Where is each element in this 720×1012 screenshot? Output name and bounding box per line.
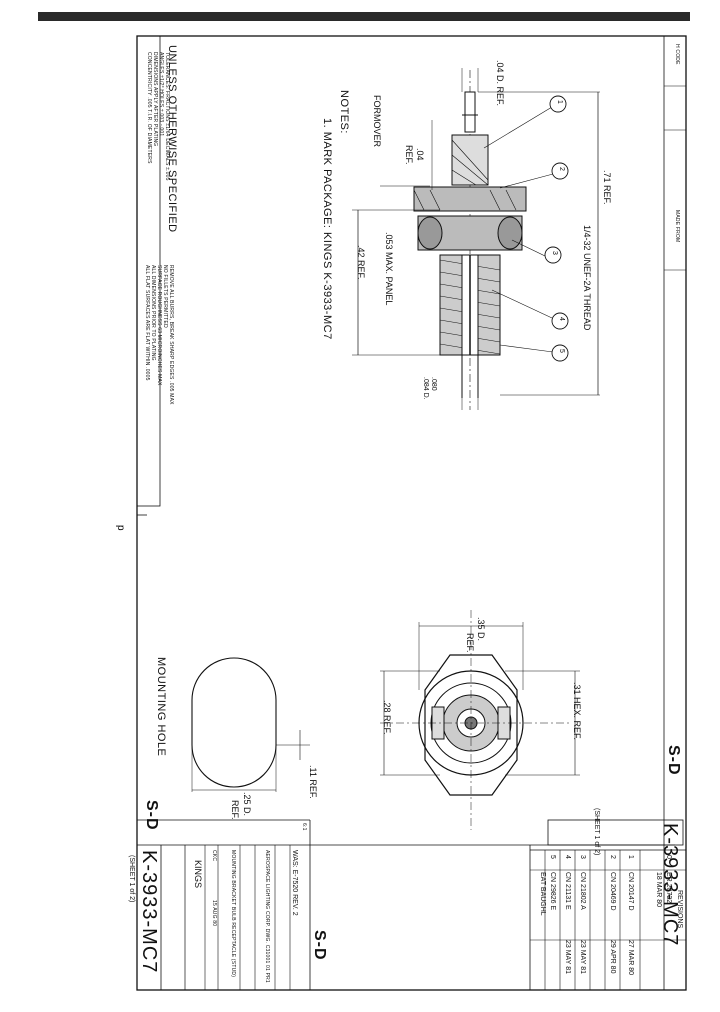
title-company: AEROSPACE LIGHTING CORP. DWG. C31001 01 … [264,850,270,983]
dim-084: .084 D. [422,377,429,400]
top-sheet-label: (SHEET 1 of 2) [593,808,600,856]
dim-04-d-ref: .04 D. REF. [495,60,505,107]
mounting-hole-drawing [191,657,310,792]
rev-5-desc: CN 29826 E [549,872,556,911]
dim-thread: 1/4-32 UNEF-2A THREAD [582,225,592,331]
callout-5-label: 5 [558,349,565,353]
callout-2-label: 2 [558,167,565,171]
scan-top-bar [38,12,690,21]
callout-3-label: 3 [551,251,558,255]
dim-080: .080 [430,377,437,391]
rev-1-desc: CN 20147 D [627,872,634,911]
dim-panel: .053 MAX. PANEL [384,232,394,306]
right-note-4: ALL DIMENSIONS PRIOR TO PLATING [150,265,156,361]
general-note-1: TOLERANCES: FRACTIONS ±1/64 DECIMALS ±.0… [164,52,170,181]
right-note-1: REMOVE ALL BURRS, BREAK SHARP EDGES .005… [168,265,174,405]
rev-3-date: 23 MAY 81 [579,940,586,974]
side-view-drawing [352,68,600,410]
title-sheet: (SHEET 1 of 2) [128,855,135,903]
dim-25-ref: REF. [230,800,240,820]
rev-2-desc: CN 20469 D [609,872,616,911]
right-note-2: NO FILLETS PERMITTED [162,265,168,328]
rev-1-date: 27 MAR 80 [627,940,634,976]
right-note-5: ALL FLAT SURFACES ARE FLAT WITHIN .0005 [144,265,150,381]
dim-04-ref: REF. [404,145,414,165]
side-label-made: MADE FROM [674,210,680,243]
dim-04: .04 [415,148,425,161]
dim-35-ref: REF. [465,633,475,653]
callout-2 [551,162,569,180]
side-label-code: H CODE [674,44,680,65]
right-note-3: SURFACE ROUGHNESS 63 MICROINCHES MAX [156,265,162,386]
dim-35-d: .35 D. [476,617,486,642]
rev-5-date: EAT BAUGHL [539,872,546,916]
callout-1-label: 1 [556,100,563,104]
callout-circles [544,95,569,362]
pn-box [547,819,684,846]
sd-label-left: S-D [143,800,160,831]
dim-formover: FORMOVER [372,95,382,148]
callout-4 [551,312,569,330]
rev-3-desc: CN 21802 A [579,872,586,910]
general-note-3: DIMENSIONS APPLY AFTER PLATING [152,52,158,147]
rev-4-date: 23 MAY 81 [564,940,571,974]
title-description: MOUNTING BRACKET BULB RECEPTACLE (STUD) [230,850,236,978]
dim-28-ref: .28 REF. [382,700,392,735]
rev-2-date: 29 APR 80 [609,940,616,974]
dim-42-ref: .42 REF. [356,245,366,280]
sd-label-top: S-D [665,745,682,776]
rev-0-desc: ER 20732 [665,872,672,904]
title-part-number: K-3933-MC7 [138,850,160,974]
dim-71-ref: .71 REF. [602,170,612,205]
rev-4-ltr: 4 [564,855,571,859]
title-scale: 6:1 [301,823,307,831]
title-was: WAS: E-7520 REV. 2 [291,850,298,916]
end-view-drawing [380,610,580,830]
title-drawn: CKC [211,850,217,862]
rev-3-ltr: 3 [579,855,586,859]
rev-0-date: 18 MAR 80 [655,872,662,908]
dim-25-d: .25 D. [242,792,252,817]
notes-box [136,35,161,507]
callout-5 [551,344,569,362]
sd-label-bottom: S-D [311,930,328,961]
callout-3 [544,246,562,264]
general-note-2: ANGLES ±1/2° HOLES ±.003 -.001 [158,52,164,137]
note-1: 1. MARK PACKAGE: KINGS K-3933-MC7 [321,118,333,340]
dim-11-ref: .11 REF. [308,765,318,799]
drawing-border [136,35,687,991]
rev-1-ltr: 1 [627,855,634,859]
rev-4-desc: CN 21131 E [564,872,571,910]
rev-0-ltr: 0 [665,855,672,859]
revisions-header: REVISIONS [676,890,683,929]
callout-1 [549,95,567,113]
margin-mark: p [115,525,126,531]
callout-4-label: 4 [558,317,565,321]
title-date: 15 AUG 80 [211,900,217,927]
notes-heading: NOTES: [338,90,350,134]
mounting-hole-label: MOUNTING HOLE [155,657,167,757]
rev-2-ltr: 2 [609,855,616,859]
rev-5-ltr: 5 [549,855,556,859]
kings-logo: KINGS [193,860,203,889]
general-note-4: CONCENTRICITY .005 T.I.R. OF DIAMETERS [146,52,152,164]
dim-hex: .31 HEX. REF. [572,682,582,741]
